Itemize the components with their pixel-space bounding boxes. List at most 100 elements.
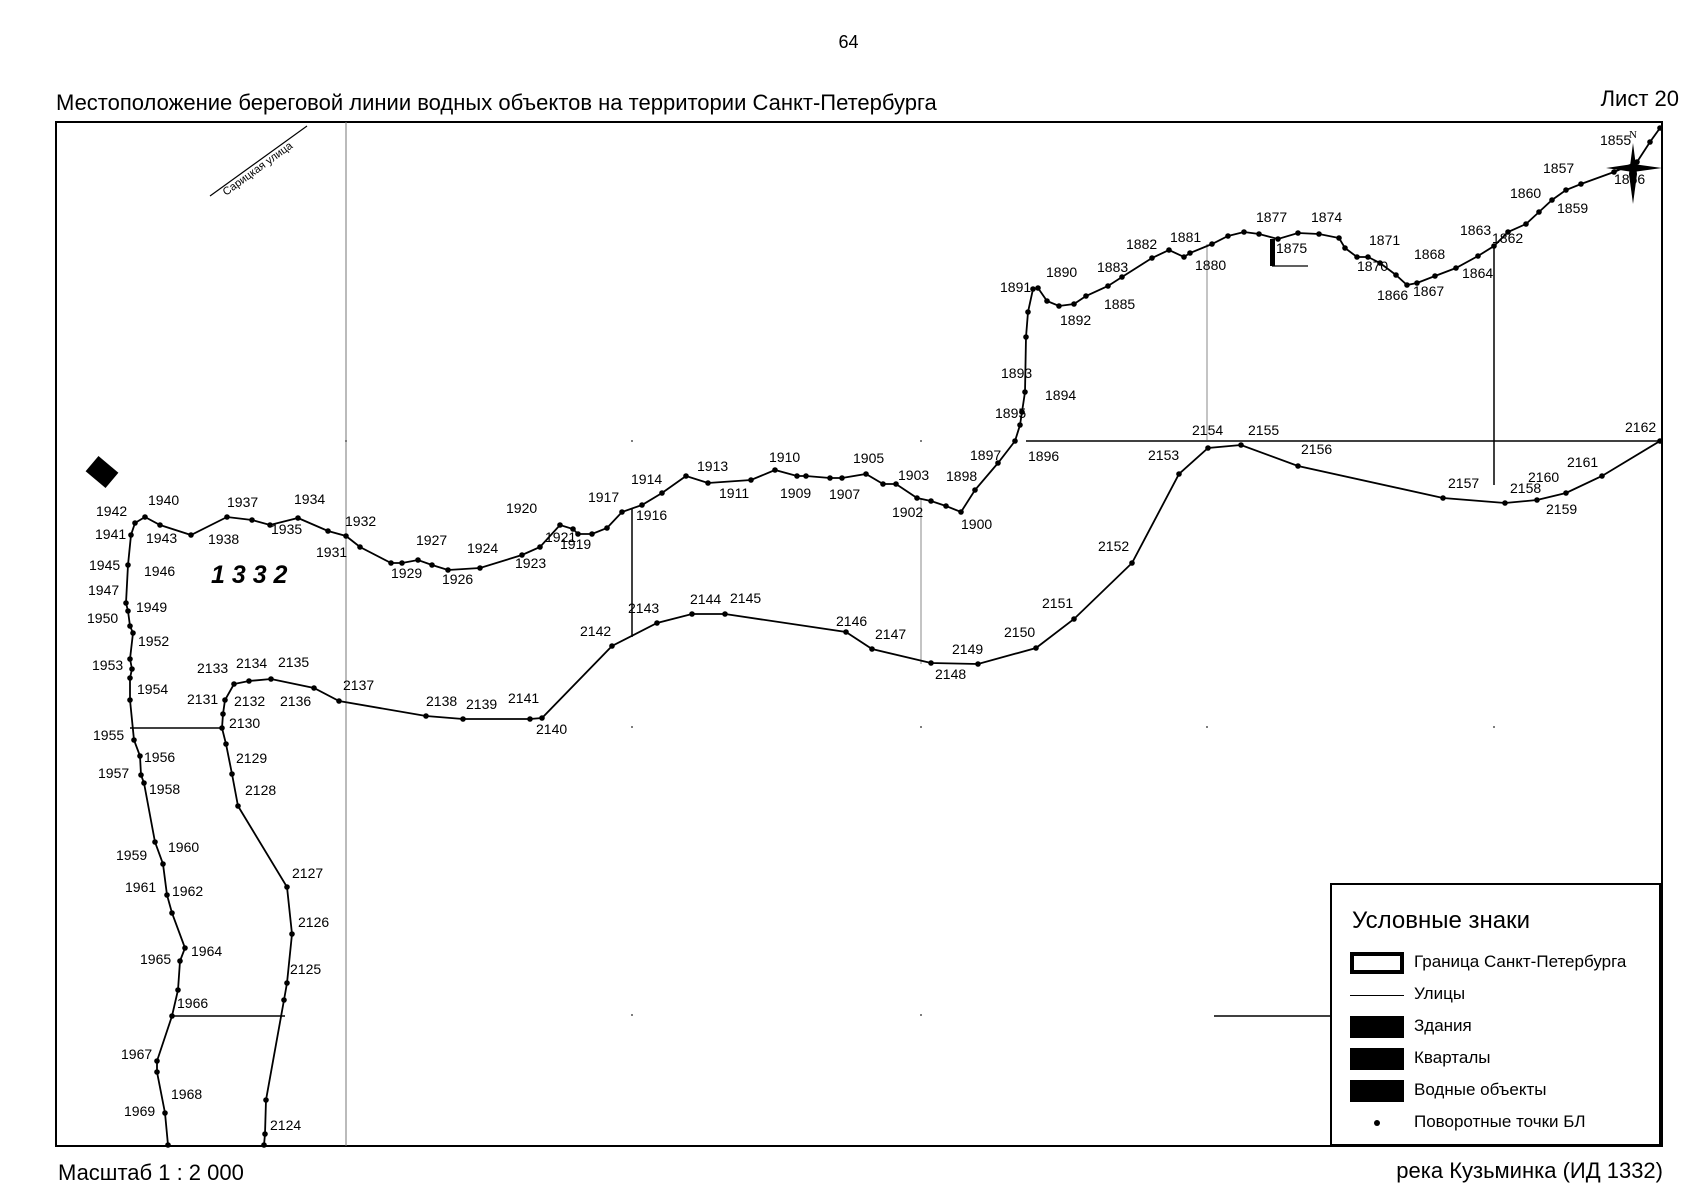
turning-point	[289, 931, 295, 937]
point-label: 2151	[1042, 595, 1073, 611]
turning-point	[839, 475, 845, 481]
turning-point	[1071, 616, 1077, 622]
point-label: 1862	[1492, 230, 1523, 246]
point-label: 1942	[96, 503, 127, 519]
point-label: 1900	[961, 516, 992, 532]
turning-point	[123, 600, 129, 606]
turning-point	[281, 997, 287, 1003]
point-label: 1956	[144, 749, 175, 765]
turning-point	[772, 467, 778, 473]
turning-point	[1012, 438, 1018, 444]
turning-point	[1647, 139, 1653, 145]
turning-point	[175, 987, 181, 993]
turning-point	[1657, 438, 1663, 444]
turning-point	[131, 737, 137, 743]
turning-point	[1056, 303, 1062, 309]
turning-point	[1129, 560, 1135, 566]
point-label: 2153	[1148, 447, 1179, 463]
point-label: 2157	[1448, 475, 1479, 491]
turning-point	[267, 522, 273, 528]
turning-point	[138, 772, 144, 778]
point-label: 2134	[236, 655, 267, 671]
point-label: 1894	[1045, 387, 1076, 403]
turning-point	[388, 560, 394, 566]
turning-point	[1225, 233, 1231, 239]
turning-point	[943, 503, 949, 509]
building-block	[1270, 239, 1275, 266]
turning-point	[137, 753, 143, 759]
turning-point	[343, 533, 349, 539]
boundary-symbol-icon	[1350, 952, 1404, 974]
turning-point	[1205, 445, 1211, 451]
turning-point	[284, 884, 290, 890]
sheet-label: Лист 20	[1600, 86, 1679, 111]
grid-ticks	[345, 440, 1495, 1016]
object-id-label: 1 3 3 2	[211, 561, 288, 589]
turning-point	[1432, 273, 1438, 279]
turning-point	[477, 565, 483, 571]
point-label: 1855	[1600, 132, 1631, 148]
point-label: 1954	[137, 681, 168, 697]
point-label: 1863	[1460, 222, 1491, 238]
turning-point	[141, 780, 147, 786]
turning-point	[1453, 265, 1459, 271]
turning-point	[142, 514, 148, 520]
turning-point	[128, 532, 134, 538]
turning-point	[1275, 236, 1281, 242]
turning-point	[1149, 255, 1155, 261]
turning-point	[164, 892, 170, 898]
page-number: 64	[838, 32, 859, 52]
point-label: 1958	[149, 781, 180, 797]
turning-point	[659, 490, 665, 496]
turning-point	[246, 678, 252, 684]
point-label: 1931	[316, 544, 347, 560]
turning-point	[1119, 274, 1125, 280]
turning-point	[1023, 334, 1029, 340]
point-label: 1860	[1510, 185, 1541, 201]
street-label: Сарицкая улица	[221, 139, 296, 198]
point-label: 1911	[719, 485, 749, 501]
turning-point	[1502, 500, 1508, 506]
turning-point	[1025, 309, 1031, 315]
turning-point	[1019, 409, 1025, 415]
point-label: 1880	[1195, 257, 1226, 273]
point-label: 1959	[116, 847, 147, 863]
turning-point	[1209, 241, 1215, 247]
turning-point	[748, 477, 754, 483]
turning-point	[604, 525, 610, 531]
point-label: 2155	[1248, 422, 1279, 438]
point-label: 2142	[580, 623, 611, 639]
turning-point	[995, 460, 1001, 466]
turning-point	[1256, 231, 1262, 237]
turning-point	[1491, 243, 1497, 249]
turning-point	[1342, 245, 1348, 251]
turning-point	[284, 980, 290, 986]
turning-point	[1022, 389, 1028, 395]
point-label: 1881	[1170, 229, 1201, 245]
point-label: 1960	[168, 839, 199, 855]
point-label: 2152	[1098, 538, 1129, 554]
turning-point	[1044, 298, 1050, 304]
turning-point	[235, 803, 241, 809]
turning-point	[154, 1069, 160, 1075]
point-label: 1910	[769, 449, 800, 465]
point-label: 1957	[98, 765, 129, 781]
point-label: 1913	[697, 458, 728, 474]
turning-point	[219, 725, 225, 731]
turning-point	[1033, 645, 1039, 651]
point-label: 1866	[1377, 287, 1408, 303]
turning-point	[1440, 495, 1446, 501]
legend-item-turning-points: Поворотные точки БЛ	[1350, 1109, 1650, 1137]
point-label: 1896	[1028, 448, 1059, 464]
turning-point	[1523, 221, 1529, 227]
turning-point	[893, 481, 899, 487]
turning-point	[160, 861, 166, 867]
turning-point	[1105, 283, 1111, 289]
point-label: 1950	[87, 610, 118, 626]
point-label: 1877	[1256, 209, 1287, 225]
turning-point	[803, 473, 809, 479]
turning-point	[639, 502, 645, 508]
point-label: 2124	[270, 1117, 301, 1133]
point-label: 2154	[1192, 422, 1223, 438]
